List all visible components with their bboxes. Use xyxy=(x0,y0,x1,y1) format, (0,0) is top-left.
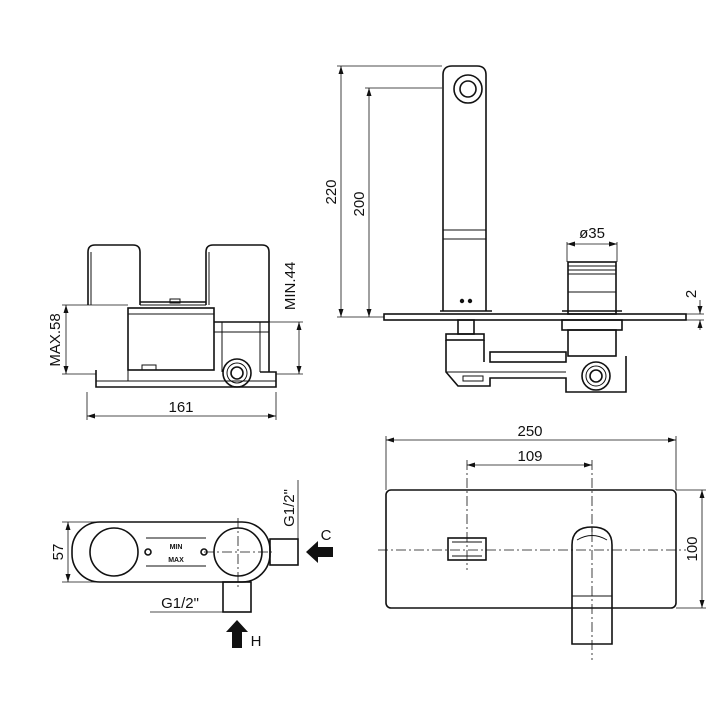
front-dimensions: 161 MAX.58 MIN.44 xyxy=(47,262,303,420)
handle-diameter-label: ø35 xyxy=(579,225,605,242)
handle-column xyxy=(566,241,618,315)
plate-thickness-label: 2 xyxy=(683,290,700,298)
outlet-height-label: 200 xyxy=(351,191,368,216)
side-view: 220 200 ø35 2 xyxy=(323,65,704,393)
plate-dimensions: 250 109 100 xyxy=(385,423,706,660)
side-body xyxy=(445,319,627,393)
front-view: 161 MAX.58 MIN.44 xyxy=(47,244,303,420)
front-min-height-label: MIN.44 xyxy=(282,262,299,310)
wall-plate-section xyxy=(383,310,687,321)
cold-inlet-label: C xyxy=(321,527,332,544)
front-width-label: 161 xyxy=(168,399,193,416)
center-distance-label: 109 xyxy=(517,448,542,465)
hot-inlet-label: H xyxy=(251,633,262,650)
top-body: MIN MAX xyxy=(71,518,299,613)
min-mark: MIN xyxy=(170,544,183,551)
max-mark: MAX xyxy=(168,557,184,564)
spout-column xyxy=(442,65,487,311)
top-view: MIN MAX 57 G1/2" G1/2" C xyxy=(50,480,333,650)
cold-inlet-arrow: C xyxy=(306,527,333,563)
side-dimensions: 220 200 ø35 2 xyxy=(323,65,704,330)
spout-height-label: 220 xyxy=(323,179,340,204)
wall-plate xyxy=(378,489,686,609)
plate-view: 250 109 100 xyxy=(378,423,706,660)
front-max-height-label: MAX.58 xyxy=(47,313,64,366)
hot-thread-label: G1/2" xyxy=(161,595,199,612)
hot-inlet-arrow: H xyxy=(226,620,261,650)
front-mixer-body xyxy=(87,244,277,388)
plate-height-label: 100 xyxy=(684,536,701,561)
plate-width-label: 250 xyxy=(517,423,542,440)
top-dimensions: 57 G1/2" G1/2" xyxy=(50,480,299,613)
cold-thread-label: G1/2" xyxy=(281,489,298,527)
top-depth-label: 57 xyxy=(50,544,67,561)
